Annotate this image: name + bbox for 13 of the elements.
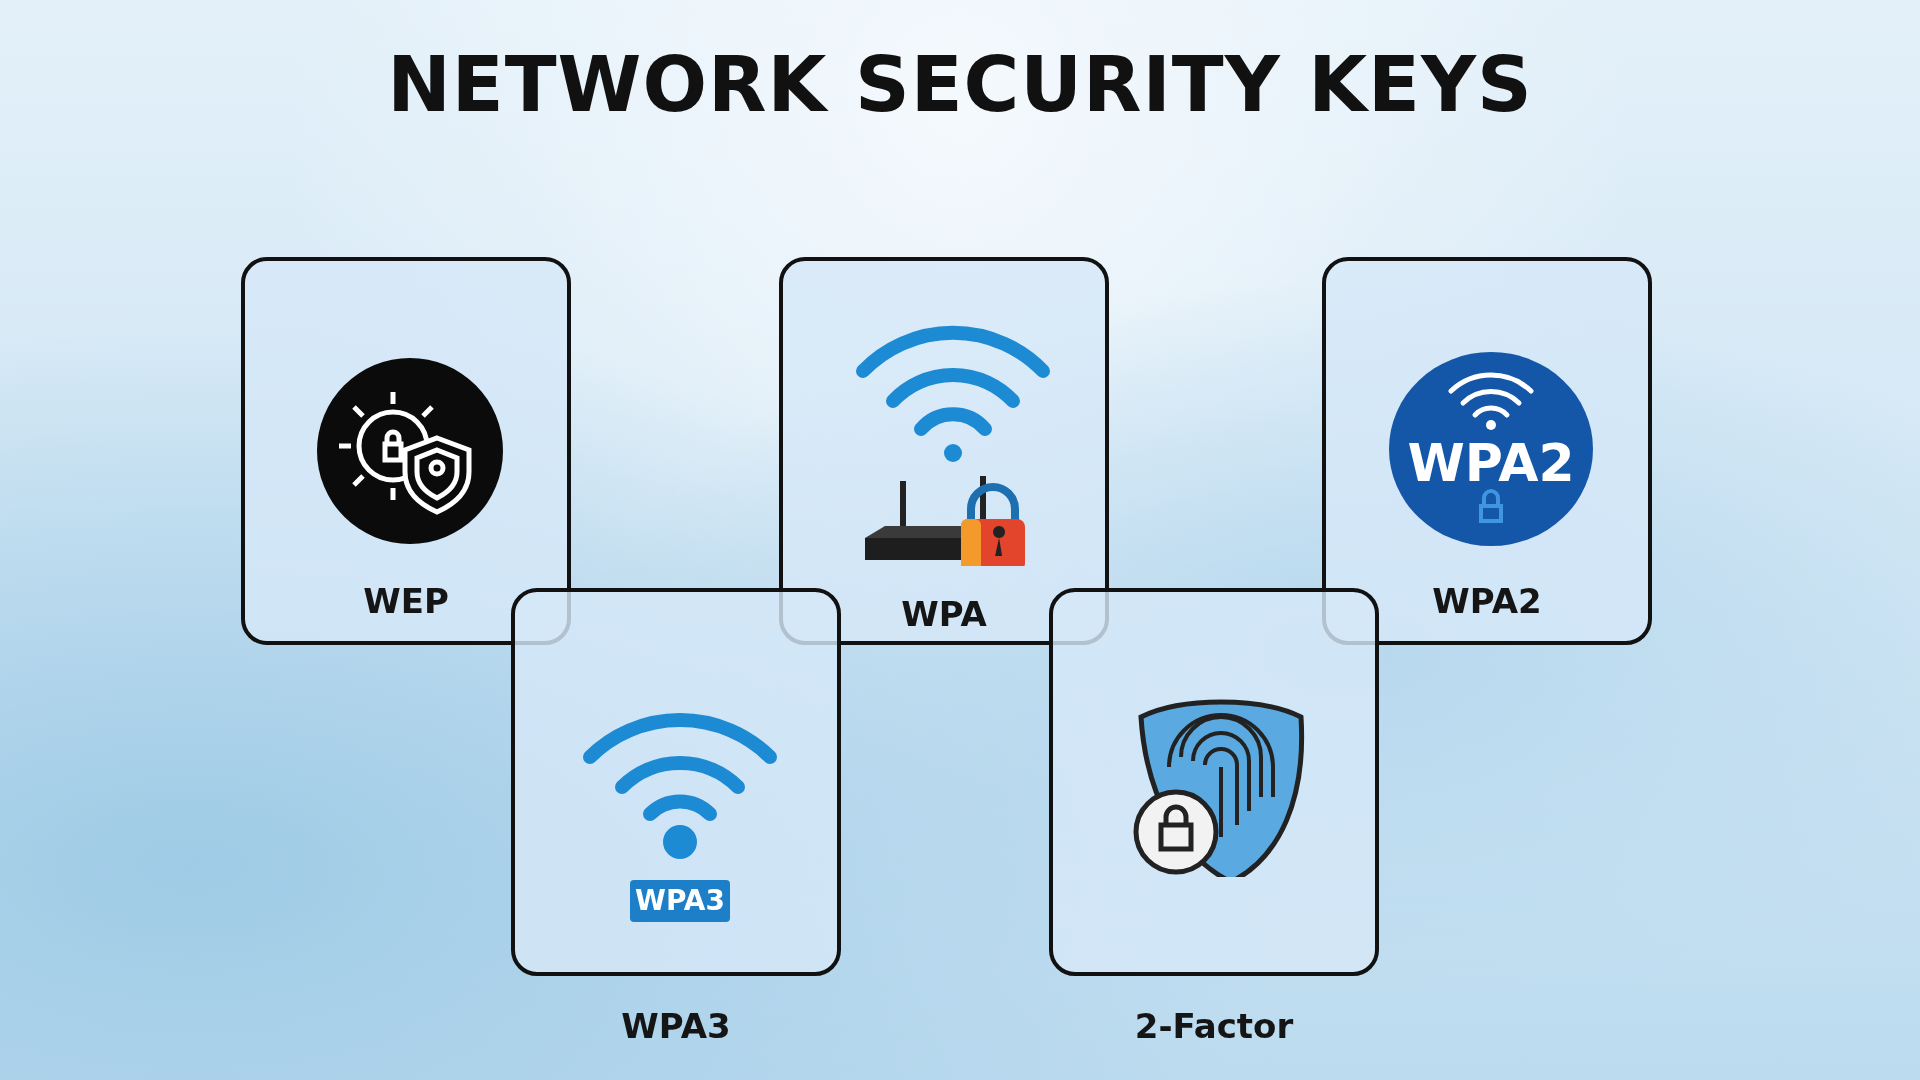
card-title: 2-Factor — [1133, 1006, 1295, 1046]
card-title: WPA2 — [1431, 581, 1543, 621]
security-card — [241, 257, 571, 645]
security-card — [1049, 588, 1379, 976]
security-card — [1322, 257, 1652, 645]
security-card — [511, 588, 841, 976]
page-title: NETWORK SECURITY KEYS — [386, 40, 1534, 129]
card-title: WPA — [900, 594, 988, 634]
security-card — [779, 257, 1109, 645]
icon-label: WPA3 — [634, 884, 726, 917]
card-title: WEP — [362, 581, 450, 621]
card-title: WPA3 — [620, 1006, 732, 1046]
icon-label: WPA2 — [1406, 433, 1576, 493]
